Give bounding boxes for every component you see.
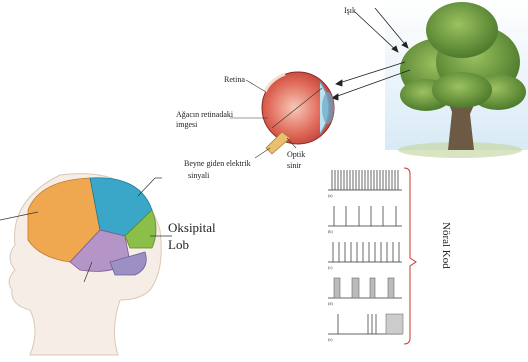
spike-train-4: (d) — [328, 278, 402, 306]
retinal-image-label-line2: imgesi — [176, 120, 197, 129]
optic-nerve-label-line1: Optik — [287, 150, 305, 159]
occipital-label-line2: Lob — [168, 237, 189, 252]
arrowhead-icon — [336, 80, 342, 86]
spike-train-tag: (d) — [328, 301, 333, 306]
optic-nerve-label-line2: sinir — [287, 161, 301, 170]
occipital-label-line1: Oksipital — [168, 220, 216, 235]
neural-code-bracket — [404, 168, 416, 344]
spike-burst — [334, 278, 340, 298]
spike-train-tag: (c) — [328, 265, 333, 270]
spike-train-tag: (a) — [328, 193, 333, 198]
spike-burst — [386, 314, 403, 334]
light-label: Işık — [344, 6, 356, 15]
tree-scene — [385, 0, 528, 158]
iris — [322, 92, 334, 124]
neural-code-label: Nöral Kod — [440, 222, 452, 282]
spike-train-1: (a) — [328, 170, 402, 198]
head-illustration — [9, 174, 161, 355]
retina-label: Retina — [224, 75, 245, 84]
spike-train-3: (c) — [328, 242, 402, 270]
retinal-image-label-line1: Ağacın retinadaki — [176, 110, 233, 119]
spike-burst — [352, 278, 359, 298]
brain-signal-label-line1: Beyne giden elektrik — [184, 159, 251, 168]
spike-train-5: (e) — [328, 314, 403, 342]
spike-train-tag: (b) — [328, 229, 333, 234]
spike-burst — [370, 278, 375, 298]
neural-code-panel: (a) (b) (c) (d) (e) — [328, 170, 403, 342]
spike-train-2: (b) — [328, 206, 402, 234]
spike-burst — [388, 278, 394, 298]
spike-train-tag: (e) — [328, 337, 333, 342]
eye-illustration — [262, 72, 334, 154]
brain-signal-label-line2: sinyali — [188, 171, 209, 180]
